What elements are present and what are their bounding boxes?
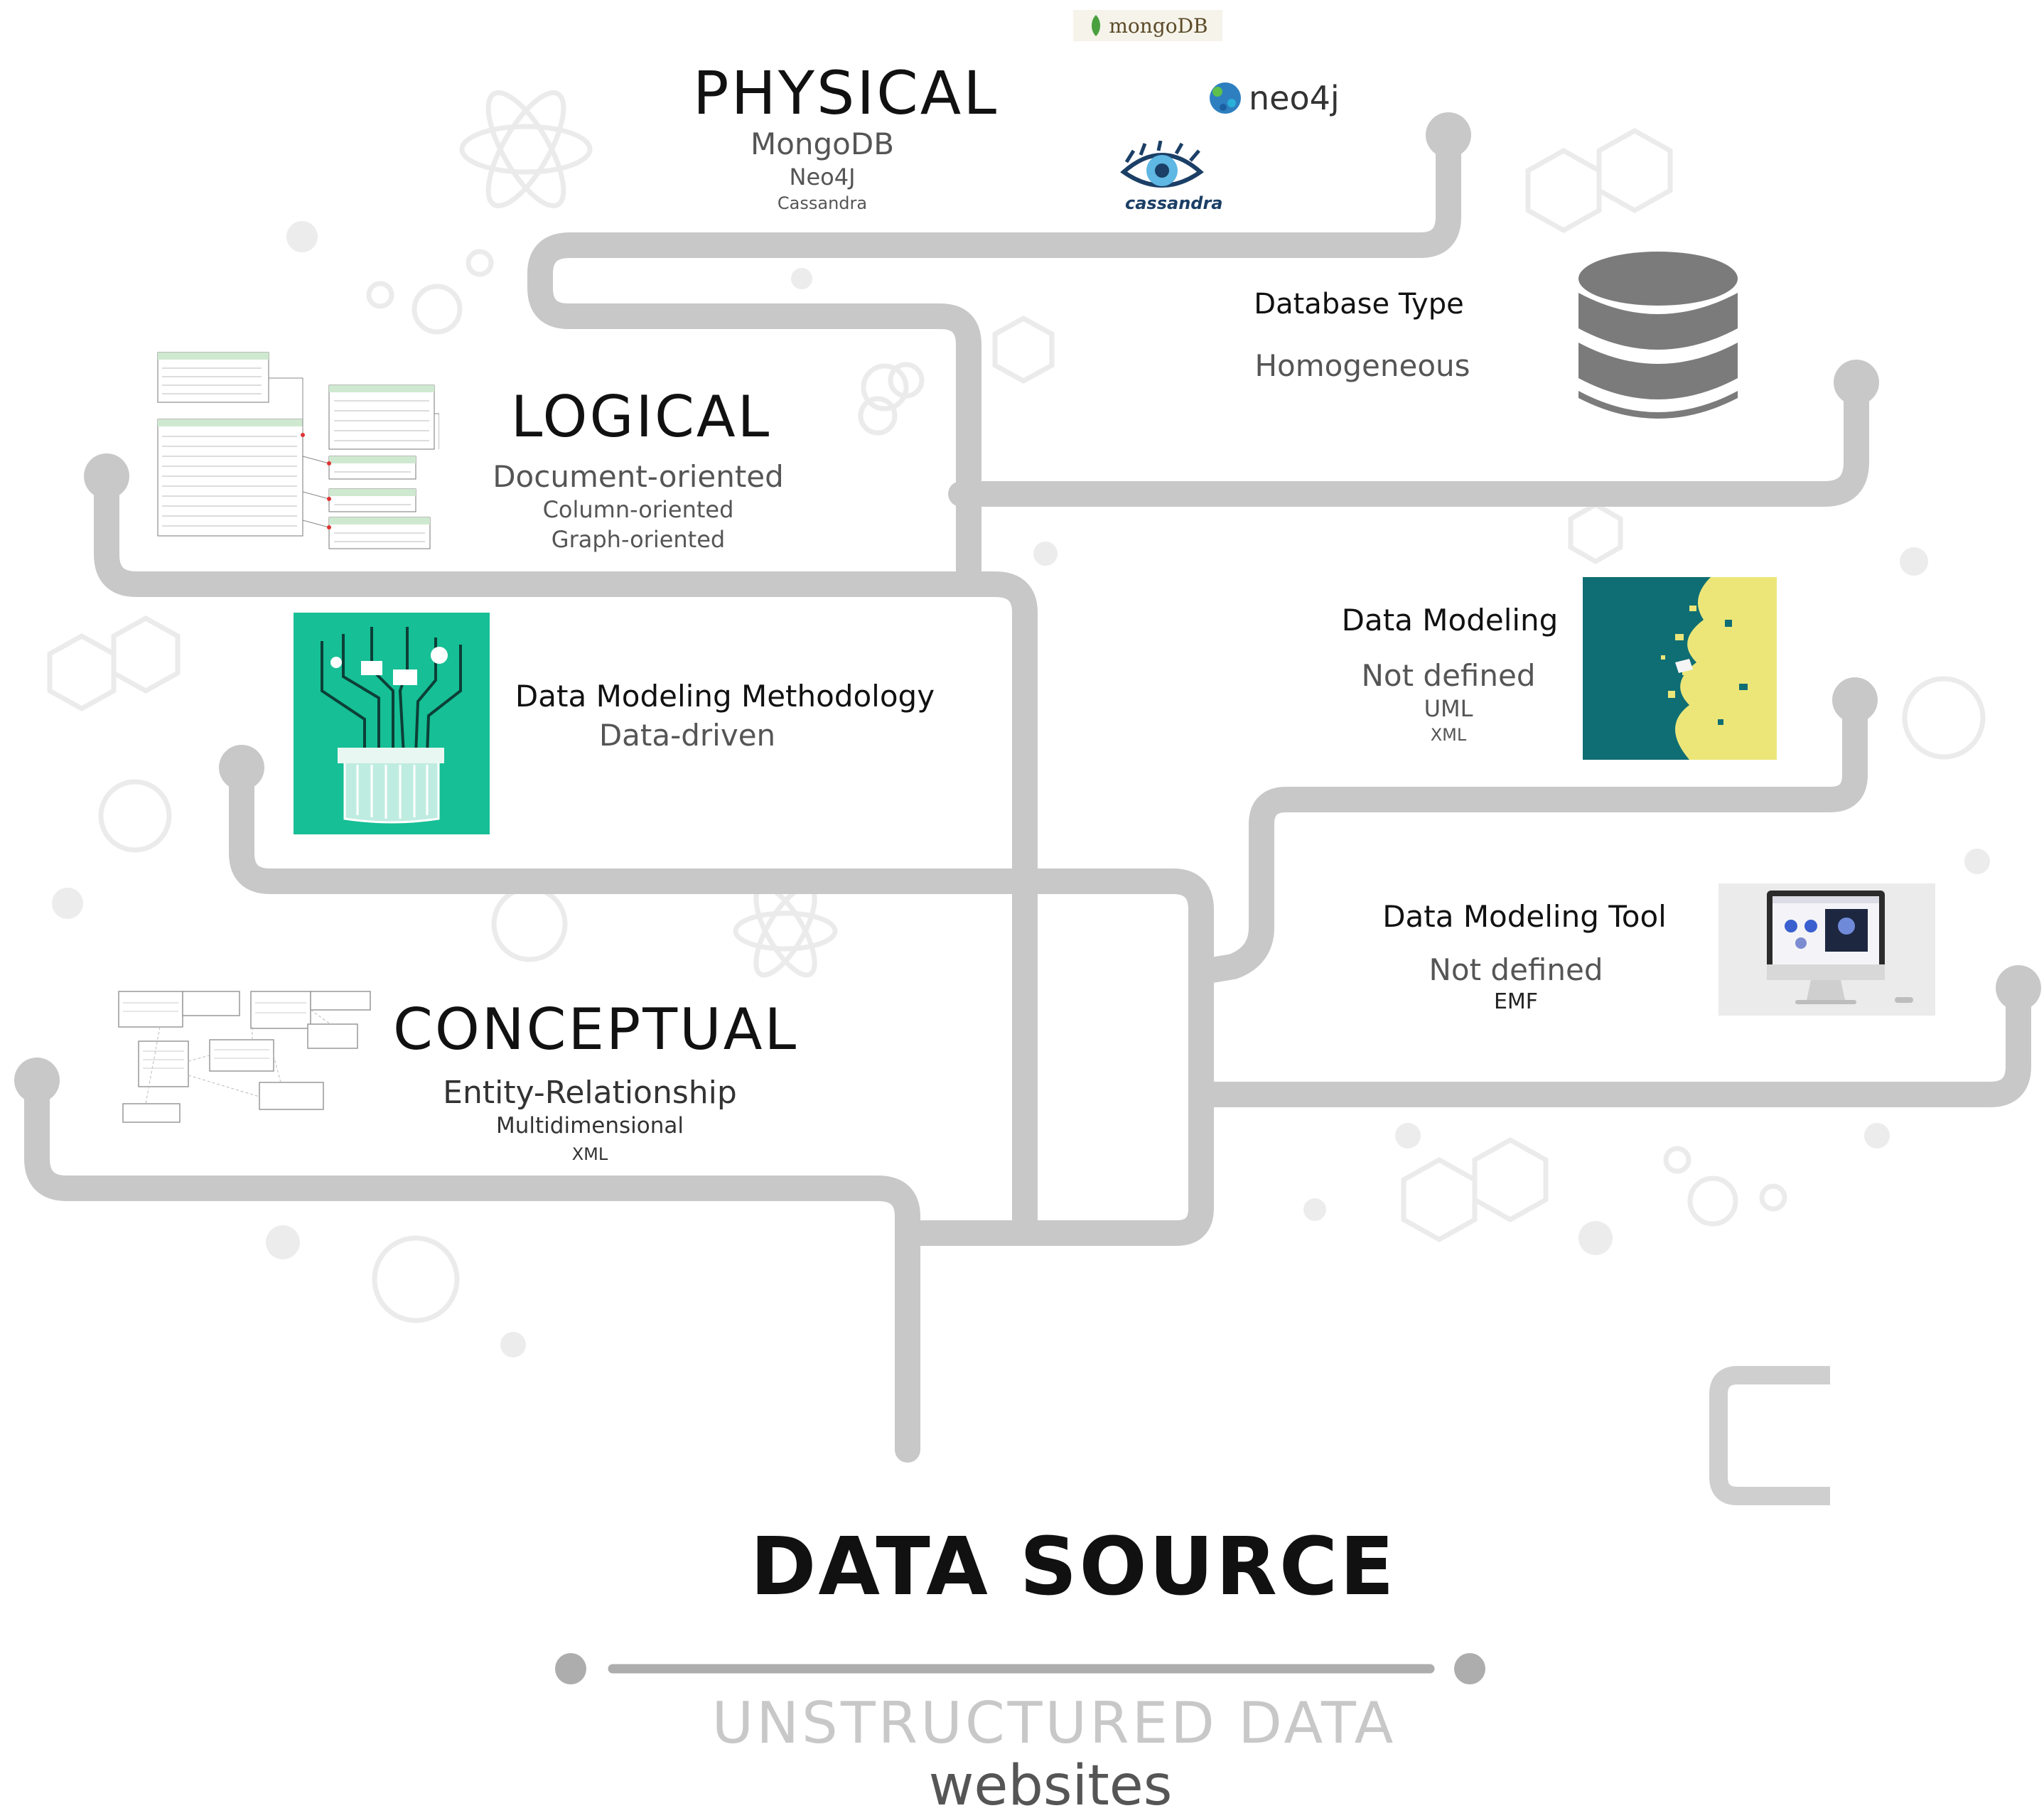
bracket-decoration — [1709, 1366, 1830, 1505]
logical-item-graph: Graph-oriented — [551, 526, 726, 553]
source-detail: websites — [928, 1754, 1173, 1818]
tool-computer-image — [1718, 883, 1935, 1016]
physical-title: PHYSICAL — [692, 58, 999, 128]
logical-knob — [84, 453, 129, 499]
database-type-knob — [1834, 360, 1879, 405]
baseline-right-dot — [1454, 1653, 1485, 1684]
physical-item-cassandra: Cassandra — [777, 193, 868, 213]
methodology-label: Data Modeling Methodology — [515, 679, 935, 714]
pipe-database-type — [948, 370, 1869, 507]
mongodb-logo: mongoDB — [1073, 10, 1222, 41]
computer-monitor-icon — [1767, 891, 1913, 1004]
data-modeling-image — [1583, 577, 1777, 760]
methodology-image — [294, 613, 490, 834]
pipe-data-modeling — [1199, 687, 1868, 983]
data-modeling-item-uml: UML — [1424, 695, 1473, 722]
cassandra-logo: cassandra — [1119, 140, 1222, 219]
physical-item-neo4j: Neo4J — [789, 163, 856, 190]
methodology-knob — [219, 745, 264, 790]
neo4j-graph-icon — [1210, 82, 1241, 114]
data-modeling-label: Data Modeling — [1341, 603, 1559, 638]
mongodb-logo-text: mongoDB — [1109, 14, 1208, 38]
database-icon — [1578, 252, 1738, 419]
cassandra-logo-text: cassandra — [1125, 193, 1223, 213]
conceptual-title: CONCEPTUAL — [392, 996, 799, 1063]
tool-label: Data Modeling Tool — [1382, 899, 1667, 934]
data-source-title: DATA SOURCE — [750, 1521, 1397, 1613]
logical-item-document: Document-oriented — [493, 459, 784, 494]
pipe-conceptual — [24, 1067, 920, 1463]
tool-knob — [1996, 965, 2041, 1011]
physical-knob — [1426, 112, 1471, 158]
logical-title: LOGICAL — [510, 384, 772, 450]
data-modeling-knob — [1832, 677, 1878, 723]
cassandra-eye-icon — [1120, 140, 1204, 188]
tool-item-emf: EMF — [1493, 989, 1539, 1014]
tool-item-not-defined: Not defined — [1429, 952, 1603, 987]
database-type-value: Homogeneous — [1254, 348, 1470, 383]
data-modeling-item-not-defined: Not defined — [1361, 658, 1536, 693]
background-decoration — [47, 90, 1990, 1357]
pipe-methodology — [229, 755, 1214, 1246]
pipe-physical — [527, 122, 1461, 597]
database-type-label: Database Type — [1254, 288, 1464, 321]
pipe-tool — [1188, 975, 2031, 1107]
source-kind: UNSTRUCTURED DATA — [711, 1690, 1397, 1756]
mongodb-leaf-icon — [1092, 15, 1101, 36]
physical-item-mongodb: MongoDB — [750, 127, 895, 161]
conceptual-item-multidimensional: Multidimensional — [496, 1113, 684, 1139]
logical-item-column: Column-oriented — [542, 496, 734, 523]
logical-schema-image — [155, 350, 440, 556]
conceptual-diagram-image — [117, 990, 373, 1125]
conceptual-item-xml: XML — [571, 1144, 608, 1164]
neo4j-logo: neo4j — [1205, 77, 1340, 119]
neo4j-logo-text: neo4j — [1249, 79, 1340, 117]
conceptual-knob — [14, 1058, 60, 1103]
methodology-value: Data-driven — [598, 718, 776, 753]
baseline-left-dot — [555, 1653, 586, 1684]
data-modeling-item-xml: XML — [1430, 725, 1467, 745]
pipe-logical — [94, 463, 1038, 1246]
conceptual-item-er: Entity-Relationship — [443, 1075, 737, 1111]
